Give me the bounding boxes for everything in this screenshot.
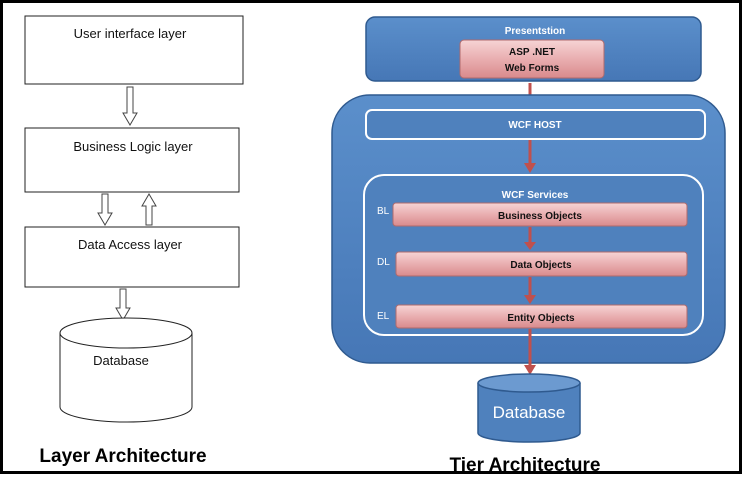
arrow-down-da-to-db bbox=[115, 288, 131, 321]
wcf-services-title: WCF Services bbox=[502, 190, 569, 201]
business-objects-box bbox=[392, 202, 688, 227]
business-objects-label: Business Objects bbox=[498, 211, 582, 222]
entity-objects-box bbox=[395, 304, 688, 329]
arrow-down-ui-to-bl bbox=[122, 86, 138, 126]
architecture-diagram: User interface layer Business Logic laye… bbox=[24, 15, 726, 476]
asp-net-web-forms-box bbox=[459, 39, 605, 79]
layer-architecture: User interface layer Business Logic laye… bbox=[24, 15, 244, 467]
business-logic-layer-box bbox=[24, 127, 240, 193]
database-label: Database bbox=[93, 353, 149, 368]
arrow-up-da-to-bl bbox=[141, 193, 157, 226]
data-objects-label: Data Objects bbox=[510, 260, 572, 271]
data-objects-box bbox=[395, 251, 688, 277]
entity-objects-label: Entity Objects bbox=[507, 313, 575, 324]
wcf-host-label: WCF HOST bbox=[508, 120, 561, 131]
user-interface-layer-label: User interface layer bbox=[74, 26, 187, 41]
tier-database-label: Database bbox=[493, 403, 566, 422]
el-tag: EL bbox=[377, 311, 390, 322]
asp-net-label: ASP .NET bbox=[509, 47, 555, 58]
user-interface-layer-box bbox=[24, 15, 244, 85]
tier-architecture-caption: Tier Architecture bbox=[450, 455, 601, 476]
data-access-layer-label: Data Access layer bbox=[78, 237, 183, 252]
arrow-host-to-services bbox=[524, 140, 536, 173]
web-forms-label: Web Forms bbox=[505, 63, 560, 74]
tier-database-cylinder-icon bbox=[477, 373, 581, 443]
presentation-title: Presentstion bbox=[505, 26, 566, 37]
bl-tag: BL bbox=[377, 206, 390, 217]
dl-tag: DL bbox=[377, 257, 390, 268]
arrow-down-bl-to-da bbox=[97, 193, 113, 226]
arrow-bl-to-dl bbox=[524, 227, 536, 250]
arrow-to-database bbox=[524, 329, 536, 375]
business-logic-layer-label: Business Logic layer bbox=[73, 139, 193, 154]
tier-architecture: Presentstion ASP .NET Web Forms WCF HOST… bbox=[331, 16, 726, 476]
layer-architecture-caption: Layer Architecture bbox=[39, 446, 206, 467]
arrow-dl-to-el bbox=[524, 277, 536, 304]
database-cylinder-icon bbox=[59, 317, 193, 423]
data-access-layer-box bbox=[24, 226, 240, 288]
wcf-host-box bbox=[365, 109, 706, 140]
